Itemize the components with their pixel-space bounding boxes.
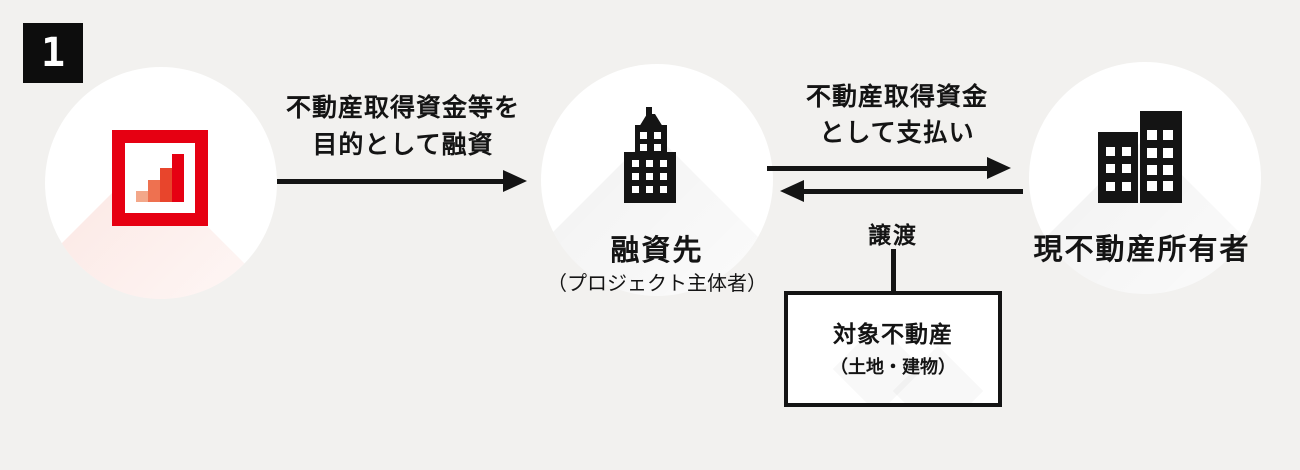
payment-arrow-label: 不動産取得資金 として支払い — [747, 79, 1047, 151]
borrower-circle — [541, 64, 773, 296]
lender-circle — [45, 67, 277, 299]
loan-arrow-label: 不動産取得資金等を 目的として融資 — [253, 90, 553, 164]
transfer-arrow-label: 譲渡 — [868, 222, 918, 248]
step-number-badge: 1 — [23, 23, 83, 83]
loan-arrow-head-right-icon — [503, 170, 527, 192]
borrower-sublabel: （プロジェクト主体者） — [547, 273, 767, 295]
payment-arrow-label-line2: として支払い — [819, 119, 975, 147]
property-box-subtitle: （土地・建物） — [830, 357, 956, 377]
transfer-arrow-head-left-icon — [780, 180, 804, 202]
property-box: 対象不動産 （土地・建物） — [784, 291, 1002, 407]
owner-circle — [1029, 62, 1261, 294]
payment-arrow-line — [767, 166, 987, 171]
office-building-icon — [624, 107, 678, 208]
step-number: 1 — [40, 30, 66, 76]
loan-arrow-label-line2: 目的として融資 — [312, 131, 494, 159]
transfer-connector-line — [891, 249, 896, 293]
loan-arrow-line — [277, 179, 503, 184]
owner-label: 現不動産所有者 — [1033, 234, 1251, 266]
bar-chart-logo-icon — [112, 130, 208, 231]
transfer-arrow-line — [803, 189, 1023, 194]
borrower-label: 融資先 — [610, 235, 704, 267]
property-box-title: 対象不動産 — [833, 321, 953, 347]
payment-arrow-label-line1: 不動産取得資金 — [805, 83, 988, 111]
two-buildings-icon — [1098, 111, 1182, 208]
payment-arrow-head-right-icon — [987, 157, 1011, 179]
loan-arrow-label-line1: 不動産取得資金等を — [285, 94, 520, 122]
